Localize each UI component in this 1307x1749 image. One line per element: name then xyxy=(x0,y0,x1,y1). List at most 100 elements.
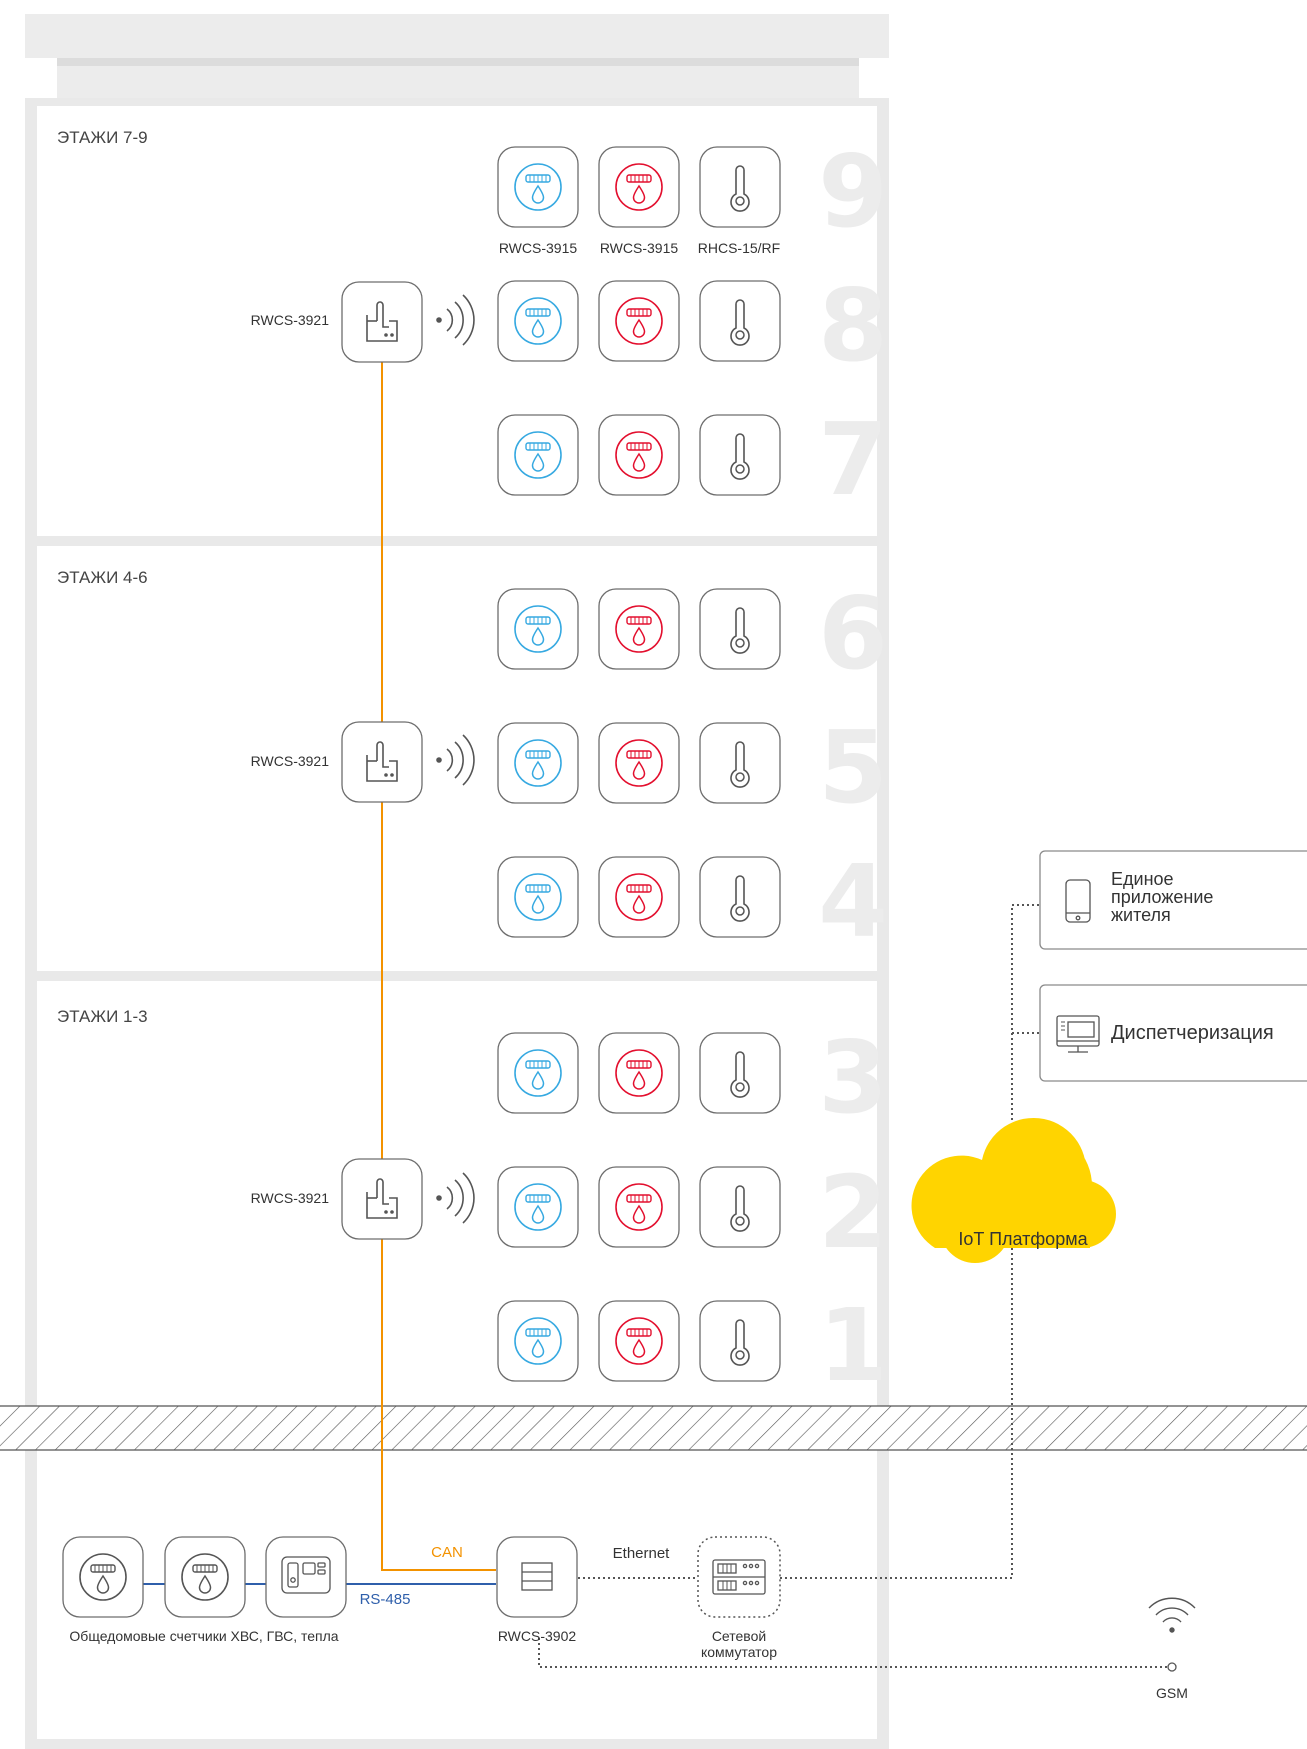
can-label: CAN xyxy=(431,1544,463,1561)
floor-number-3: 3 xyxy=(818,1019,888,1136)
floor-group-label-7-9: ЭТАЖИ 7-9 xyxy=(57,128,148,147)
floor-group-label-1-3: ЭТАЖИ 1-3 xyxy=(57,1007,148,1026)
hot-water-meter-icon xyxy=(598,414,680,496)
thermometer-icon xyxy=(699,856,781,938)
floor-1-devices xyxy=(497,1300,781,1382)
device-label-hot-water: RWCS-3915 xyxy=(600,240,679,256)
dispatch-box: Диспетчеризация xyxy=(1039,984,1307,1082)
floor-number-2: 2 xyxy=(818,1154,888,1271)
thermometer-icon xyxy=(699,280,781,362)
thermometer-icon xyxy=(699,414,781,496)
floor-2-devices xyxy=(497,1166,781,1248)
thermometer-icon xyxy=(699,1166,781,1248)
rs485-label: RS-485 xyxy=(360,1591,411,1608)
floor-number-6: 6 xyxy=(818,575,888,692)
cold-water-meter-icon xyxy=(497,1300,579,1382)
repeater-floor-8: RWCS-3921 xyxy=(251,281,475,363)
app-label-line2: приложение xyxy=(1111,887,1213,907)
hot-water-meter-icon xyxy=(598,856,680,938)
floor-number-8: 8 xyxy=(818,267,888,384)
controller: RWCS-3902 CAN Ethernet xyxy=(431,1536,670,1644)
roof-slab xyxy=(25,14,889,58)
switch-to-cloud-line xyxy=(780,1240,1013,1579)
repeater-floor-5: RWCS-3921 xyxy=(251,721,475,803)
floor-number-4: 4 xyxy=(818,843,888,960)
radio-waves-icon xyxy=(436,1172,475,1224)
repeater-label: RWCS-3921 xyxy=(251,753,330,769)
resident-app-box: Единое приложение жителя xyxy=(1039,850,1307,950)
monitor-icon xyxy=(1056,1015,1100,1053)
phone-icon xyxy=(1065,879,1091,923)
thermometer-icon xyxy=(699,588,781,670)
thermometer-icon xyxy=(699,1300,781,1382)
cold-water-meter-icon xyxy=(497,856,579,938)
gsm-node xyxy=(1167,1662,1177,1672)
cold-water-meter-icon xyxy=(497,414,579,496)
cloud-to-services-line xyxy=(1011,904,1040,1120)
slab-7-6 xyxy=(25,536,889,546)
antenna-icon xyxy=(341,721,423,803)
switch-label-line1: Сетевой xyxy=(712,1628,766,1644)
gsm-label: GSM xyxy=(1156,1685,1188,1701)
hot-water-meter-icon xyxy=(598,1032,680,1114)
building-top-slab xyxy=(25,98,889,106)
floor-numbers: 9 8 7 6 5 4 3 2 1 xyxy=(818,133,888,1404)
floor-4-devices xyxy=(497,856,781,938)
water-meter-icon xyxy=(164,1536,246,1618)
floor-6-devices xyxy=(497,588,781,670)
floor-number-9: 9 xyxy=(818,133,888,250)
hot-water-meter-icon xyxy=(598,722,680,804)
app-label-line3: жителя xyxy=(1111,905,1171,925)
controller-label: RWCS-3902 xyxy=(498,1628,577,1644)
roof-parapet-line xyxy=(57,58,859,66)
cold-water-meter-icon xyxy=(497,722,579,804)
building-wall-right xyxy=(877,98,889,1749)
thermometer-icon xyxy=(699,1032,781,1114)
cold-water-meter-icon xyxy=(497,588,579,670)
ground-hatch xyxy=(0,1405,1307,1451)
basement-meters: Общедомовые счетчики ХВС, ГВС, тепла RS-… xyxy=(62,1536,411,1644)
controller-to-gsm-line xyxy=(538,1638,1170,1668)
slab-4-3 xyxy=(25,971,889,981)
thermometer-icon xyxy=(699,722,781,804)
radio-waves-icon xyxy=(436,294,475,346)
wifi-icon xyxy=(1148,1597,1196,1633)
cloud-label: IoT Платформа xyxy=(958,1229,1088,1249)
repeater-floor-2: RWCS-3921 xyxy=(251,1158,475,1240)
hot-water-meter-icon xyxy=(598,146,680,228)
apartment-devices xyxy=(497,146,781,1382)
repeater-label: RWCS-3921 xyxy=(251,312,330,328)
building-bottom-slab xyxy=(25,1739,889,1749)
app-label-line1: Единое xyxy=(1111,869,1174,889)
controller-icon xyxy=(496,1536,578,1618)
cold-water-meter-icon xyxy=(497,1032,579,1114)
building-wall-left xyxy=(25,98,37,1749)
connections xyxy=(140,362,1170,1668)
floor-number-7: 7 xyxy=(818,401,888,518)
repeater-label: RWCS-3921 xyxy=(251,1190,330,1206)
dispatch-label: Диспетчеризация xyxy=(1111,1022,1274,1044)
device-label-cold-water: RWCS-3915 xyxy=(499,240,578,256)
heat-meter-icon xyxy=(265,1536,347,1618)
gsm: GSM xyxy=(1148,1597,1196,1701)
thermometer-icon xyxy=(699,146,781,228)
floor-8-devices xyxy=(497,280,781,362)
device-label-heat: RHCS-15/RF xyxy=(698,240,780,256)
network-switch: Сетевой коммутатор xyxy=(697,1536,781,1660)
hot-water-meter-icon xyxy=(598,588,680,670)
floor-3-devices xyxy=(497,1032,781,1114)
switch-label-line2: коммутатор xyxy=(701,1644,777,1660)
radio-waves-icon xyxy=(436,734,475,786)
cold-water-meter-icon xyxy=(497,146,579,228)
cold-water-meter-icon xyxy=(497,1166,579,1248)
floor-7-devices xyxy=(497,414,781,496)
cold-water-meter-icon xyxy=(497,280,579,362)
floor-5-devices xyxy=(497,722,781,804)
floor-number-1: 1 xyxy=(818,1287,888,1404)
meters-label: Общедомовые счетчики ХВС, ГВС, тепла xyxy=(69,1628,338,1644)
water-meter-icon xyxy=(62,1536,144,1618)
floor-9-devices xyxy=(497,146,781,228)
hot-water-meter-icon xyxy=(598,280,680,362)
floor-number-5: 5 xyxy=(818,709,888,826)
